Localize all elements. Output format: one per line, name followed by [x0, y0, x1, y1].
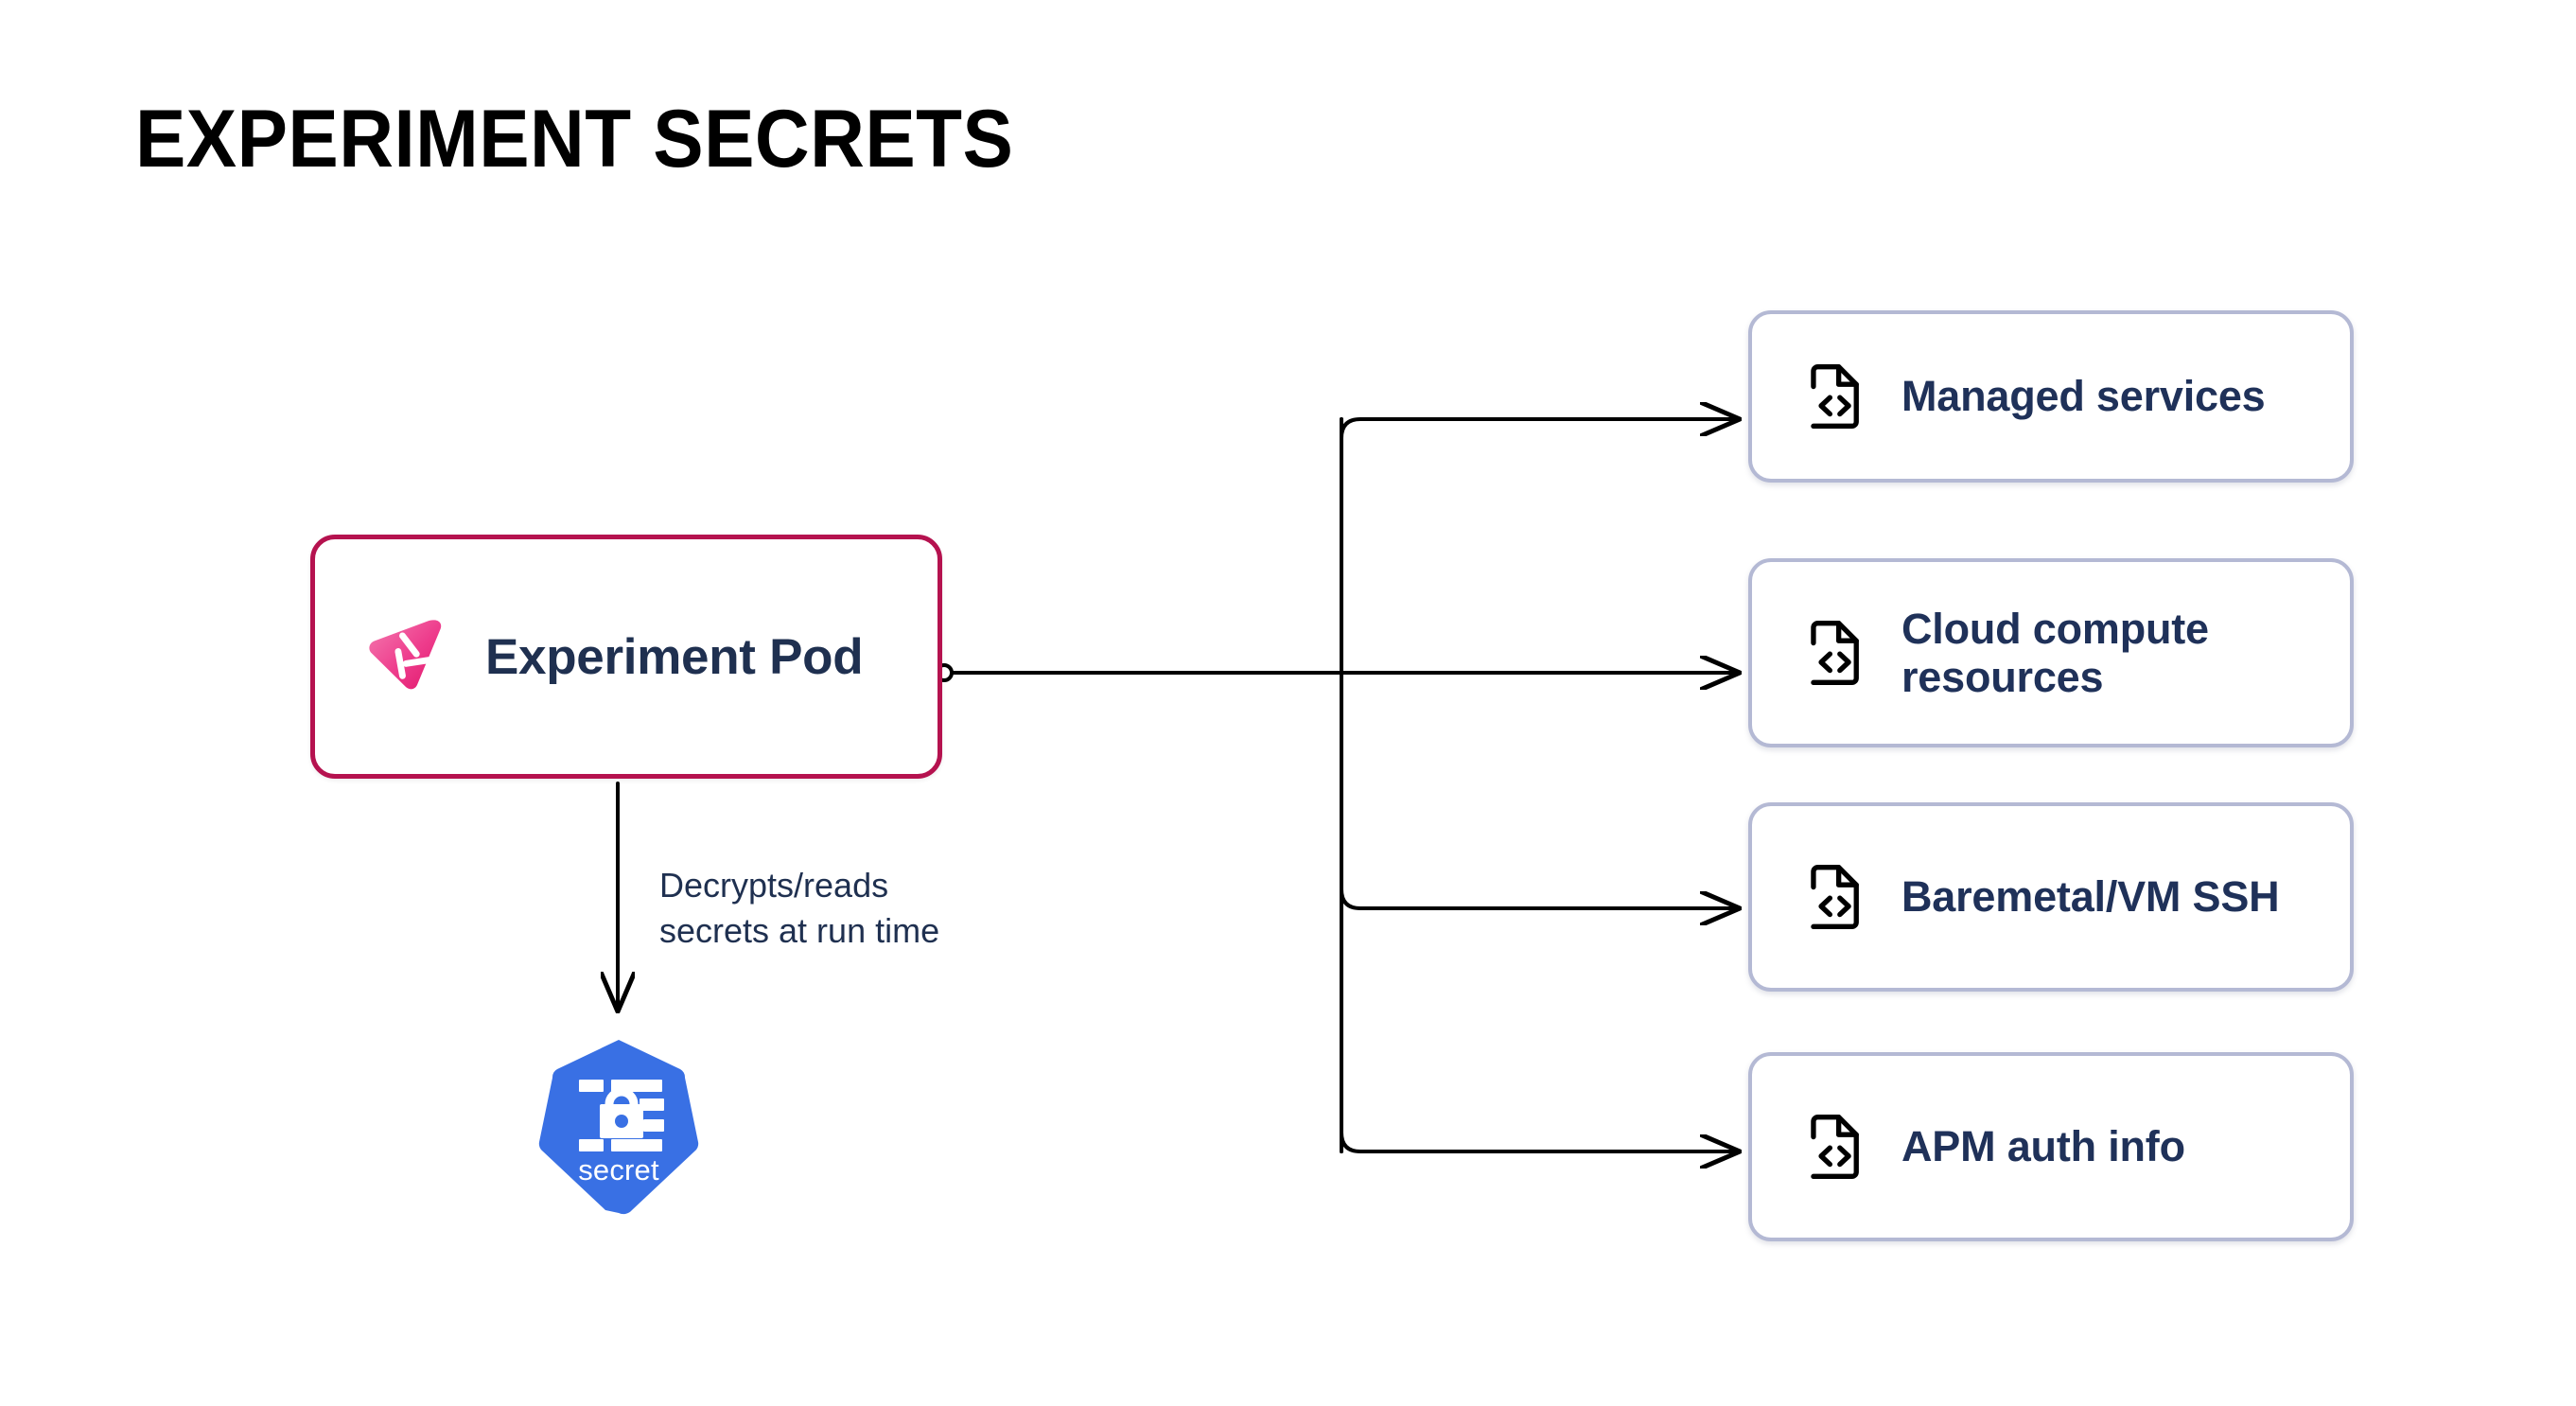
experiment-pod-label: Experiment Pod [485, 628, 864, 685]
edge-caption-decrypts-reads: Decrypts/reads secrets at run time [659, 866, 940, 950]
resource-card-managed-services[interactable]: Managed services [1748, 310, 2354, 483]
kubernetes-secret-node[interactable]: secret [537, 1038, 700, 1218]
resource-card-apm-auth-info[interactable]: APM auth info [1748, 1052, 2354, 1241]
resource-card-label: Baremetal/VM SSH [1901, 872, 2280, 922]
resource-card-label: APM auth info [1901, 1122, 2185, 1171]
kubernetes-secret-label: secret [578, 1153, 659, 1186]
resource-card-label: Cloud compute resources [1901, 604, 2209, 701]
resource-card-label: Managed services [1901, 372, 2266, 421]
resource-card-cloud-compute-resources[interactable]: Cloud compute resources [1748, 558, 2354, 747]
code-file-icon [1811, 363, 1859, 430]
page-title: EXPERIMENT SECRETS [135, 94, 1014, 185]
edge-to-managed [1340, 419, 1739, 440]
edge-to-apm [1340, 1131, 1739, 1151]
kubernetes-secret-icon [538, 1040, 699, 1215]
code-file-icon [1811, 1114, 1859, 1180]
resource-card-baremetal-vm-ssh[interactable]: Baremetal/VM SSH [1748, 802, 2354, 992]
code-file-icon [1811, 620, 1859, 686]
litmus-chaos-logo [369, 620, 442, 690]
edge-to-baremetal [1340, 888, 1739, 908]
experiment-pod-node[interactable]: Experiment Pod [310, 535, 942, 779]
code-file-icon [1811, 864, 1859, 930]
